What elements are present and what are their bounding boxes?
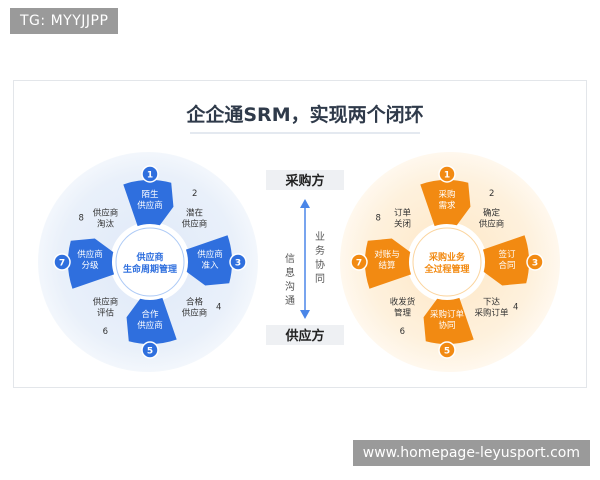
procurement-process-stage-label: 协同 <box>438 320 455 331</box>
procurement-process-stage-label: 采购 <box>438 189 455 200</box>
exchange-arrow-up-icon <box>300 199 310 208</box>
procurement-process-stage-label: 对账与 <box>374 249 400 260</box>
supplier-lifecycle-number: 8 <box>79 213 84 223</box>
supplier-lifecycle-stage-label: 合格 <box>186 297 204 308</box>
supplier-lifecycle-stage-label: 准入 <box>201 260 219 271</box>
procurement-process-stage-label: 结算 <box>378 260 396 271</box>
procurement-process-stage-label: 采购订单 <box>475 308 510 319</box>
procurement-process-number-badge <box>438 165 456 183</box>
procurement-process-center-disc <box>407 222 487 302</box>
procurement-process-petal <box>365 238 412 289</box>
supplier-label: 供应方 <box>284 328 324 344</box>
exchange-arrow-down-icon <box>300 310 310 319</box>
supplier-lifecycle-number-badge <box>141 165 159 183</box>
procurement-process-stage-label: 供应商 <box>479 218 505 229</box>
watermark-bottom: www.homepage-leyusport.com <box>352 440 590 466</box>
supplier-lifecycle-stage-label: 分级 <box>81 260 99 271</box>
procurement-process-number: 7 <box>356 259 362 269</box>
diagram-title: 企企通SRM，实现两个闭环 <box>185 103 423 126</box>
supplier-lifecycle-stage-label: 供应商 <box>137 200 163 211</box>
procurement-process-number-badge <box>438 341 456 359</box>
procurement-process-center-label: 采购业务 <box>428 251 466 263</box>
watermark-top: TG: MYYJJPP <box>10 8 119 34</box>
business-collab-note-char: 同 <box>315 273 325 285</box>
info-comm-note-char: 息 <box>285 266 295 279</box>
purchaser-label: 采购方 <box>284 173 324 189</box>
procurement-process-cycle: 1采购需求2确定供应商3签订合同4下达采购订单5采购订单协同6收发货管理7对账与… <box>350 165 544 359</box>
supplier-lifecycle-stage-label: 评估 <box>97 308 115 319</box>
procurement-process-number: 2 <box>489 189 494 199</box>
supplier-lifecycle-stage-label: 供应商 <box>182 308 208 319</box>
business-collab-note-char: 业 <box>315 231 325 243</box>
info-comm-note-char: 沟 <box>285 280 295 293</box>
supplier-lifecycle-number: 7 <box>59 259 65 269</box>
procurement-process-number: 1 <box>444 171 450 181</box>
supplier-lifecycle-number: 3 <box>235 259 241 269</box>
supplier-lifecycle-center-label: 生命周期管理 <box>123 263 177 275</box>
supplier-lifecycle-stage-label: 陌生 <box>141 189 159 200</box>
supplier-lifecycle-petal <box>126 297 177 344</box>
procurement-process-center-ring <box>412 227 482 297</box>
supplier-lifecycle-number-badge <box>229 253 247 271</box>
procurement-process-number: 4 <box>513 303 518 313</box>
supplier-lifecycle-stage-label: 供应商 <box>182 218 208 229</box>
procurement-process-number-badge <box>350 253 368 271</box>
procurement-process-number: 5 <box>444 347 450 357</box>
supplier-box <box>266 325 344 345</box>
procurement-process-stage-label: 订单 <box>394 207 412 218</box>
procurement-process-stage-label: 下达 <box>483 297 501 308</box>
supplier-lifecycle-center-ring <box>115 227 185 297</box>
supplier-lifecycle-stage-label: 供应商 <box>77 249 103 260</box>
supplier-lifecycle-petal <box>185 235 232 286</box>
supplier-lifecycle-number-badge <box>53 253 71 271</box>
supplier-lifecycle-number: 6 <box>103 327 108 337</box>
info-comm-note-char: 信 <box>285 253 295 265</box>
supplier-lifecycle-number: 2 <box>192 189 197 199</box>
supplier-lifecycle-stage-label: 供应商 <box>197 249 223 260</box>
supplier-lifecycle-petal <box>123 179 174 227</box>
procurement-process-petal <box>482 235 529 286</box>
purchaser-box <box>266 170 344 190</box>
business-collab-note-char: 协 <box>315 258 325 271</box>
procurement-process-stage-label: 采购订单 <box>430 309 465 320</box>
supplier-lifecycle-number-badge <box>141 341 159 359</box>
supplier-lifecycle-number: 5 <box>147 347 153 357</box>
supplier-lifecycle-center-disc <box>110 222 190 302</box>
supplier-lifecycle-number: 4 <box>216 303 221 313</box>
supplier-lifecycle-petal <box>67 238 115 289</box>
procurement-process-stage-label: 收发货 <box>390 297 416 308</box>
supplier-lifecycle-cycle: 1陌生供应商2潜在供应商3供应商准入4合格供应商5合作供应商6供应商评估7供应商… <box>53 165 247 359</box>
procurement-process-stage-label: 合同 <box>498 260 515 271</box>
supplier-lifecycle-center-label: 供应商 <box>135 251 163 263</box>
supplier-lifecycle-stage-label: 合作 <box>141 309 159 320</box>
procurement-process-stage-label: 需求 <box>438 200 456 211</box>
procurement-process-stage-label: 管理 <box>394 308 412 319</box>
supplier-lifecycle-stage-label: 淘汰 <box>97 218 115 229</box>
procurement-process-stage-label: 签订 <box>498 249 516 260</box>
procurement-process-stage-label: 确定 <box>483 207 501 218</box>
procurement-process-center-label: 全过程管理 <box>423 263 469 275</box>
procurement-process-number: 6 <box>400 327 405 337</box>
supplier-lifecycle-stage-label: 供应商 <box>93 207 119 218</box>
procurement-process-stage-label: 关闭 <box>394 218 411 229</box>
procurement-process-petal <box>420 179 471 227</box>
procurement-process-number: 8 <box>376 213 381 223</box>
procurement-process-number: 3 <box>532 259 538 269</box>
supplier-lifecycle-stage-label: 潜在 <box>186 207 203 218</box>
supplier-lifecycle-stage-label: 供应商 <box>93 297 119 308</box>
procurement-process-petal <box>423 297 474 344</box>
procurement-process-number-badge <box>526 253 544 271</box>
business-collab-note-char: 务 <box>315 244 325 257</box>
supplier-lifecycle-stage-label: 供应商 <box>137 320 163 331</box>
supplier-lifecycle-number: 1 <box>147 171 153 181</box>
info-comm-note-char: 通 <box>285 295 295 307</box>
